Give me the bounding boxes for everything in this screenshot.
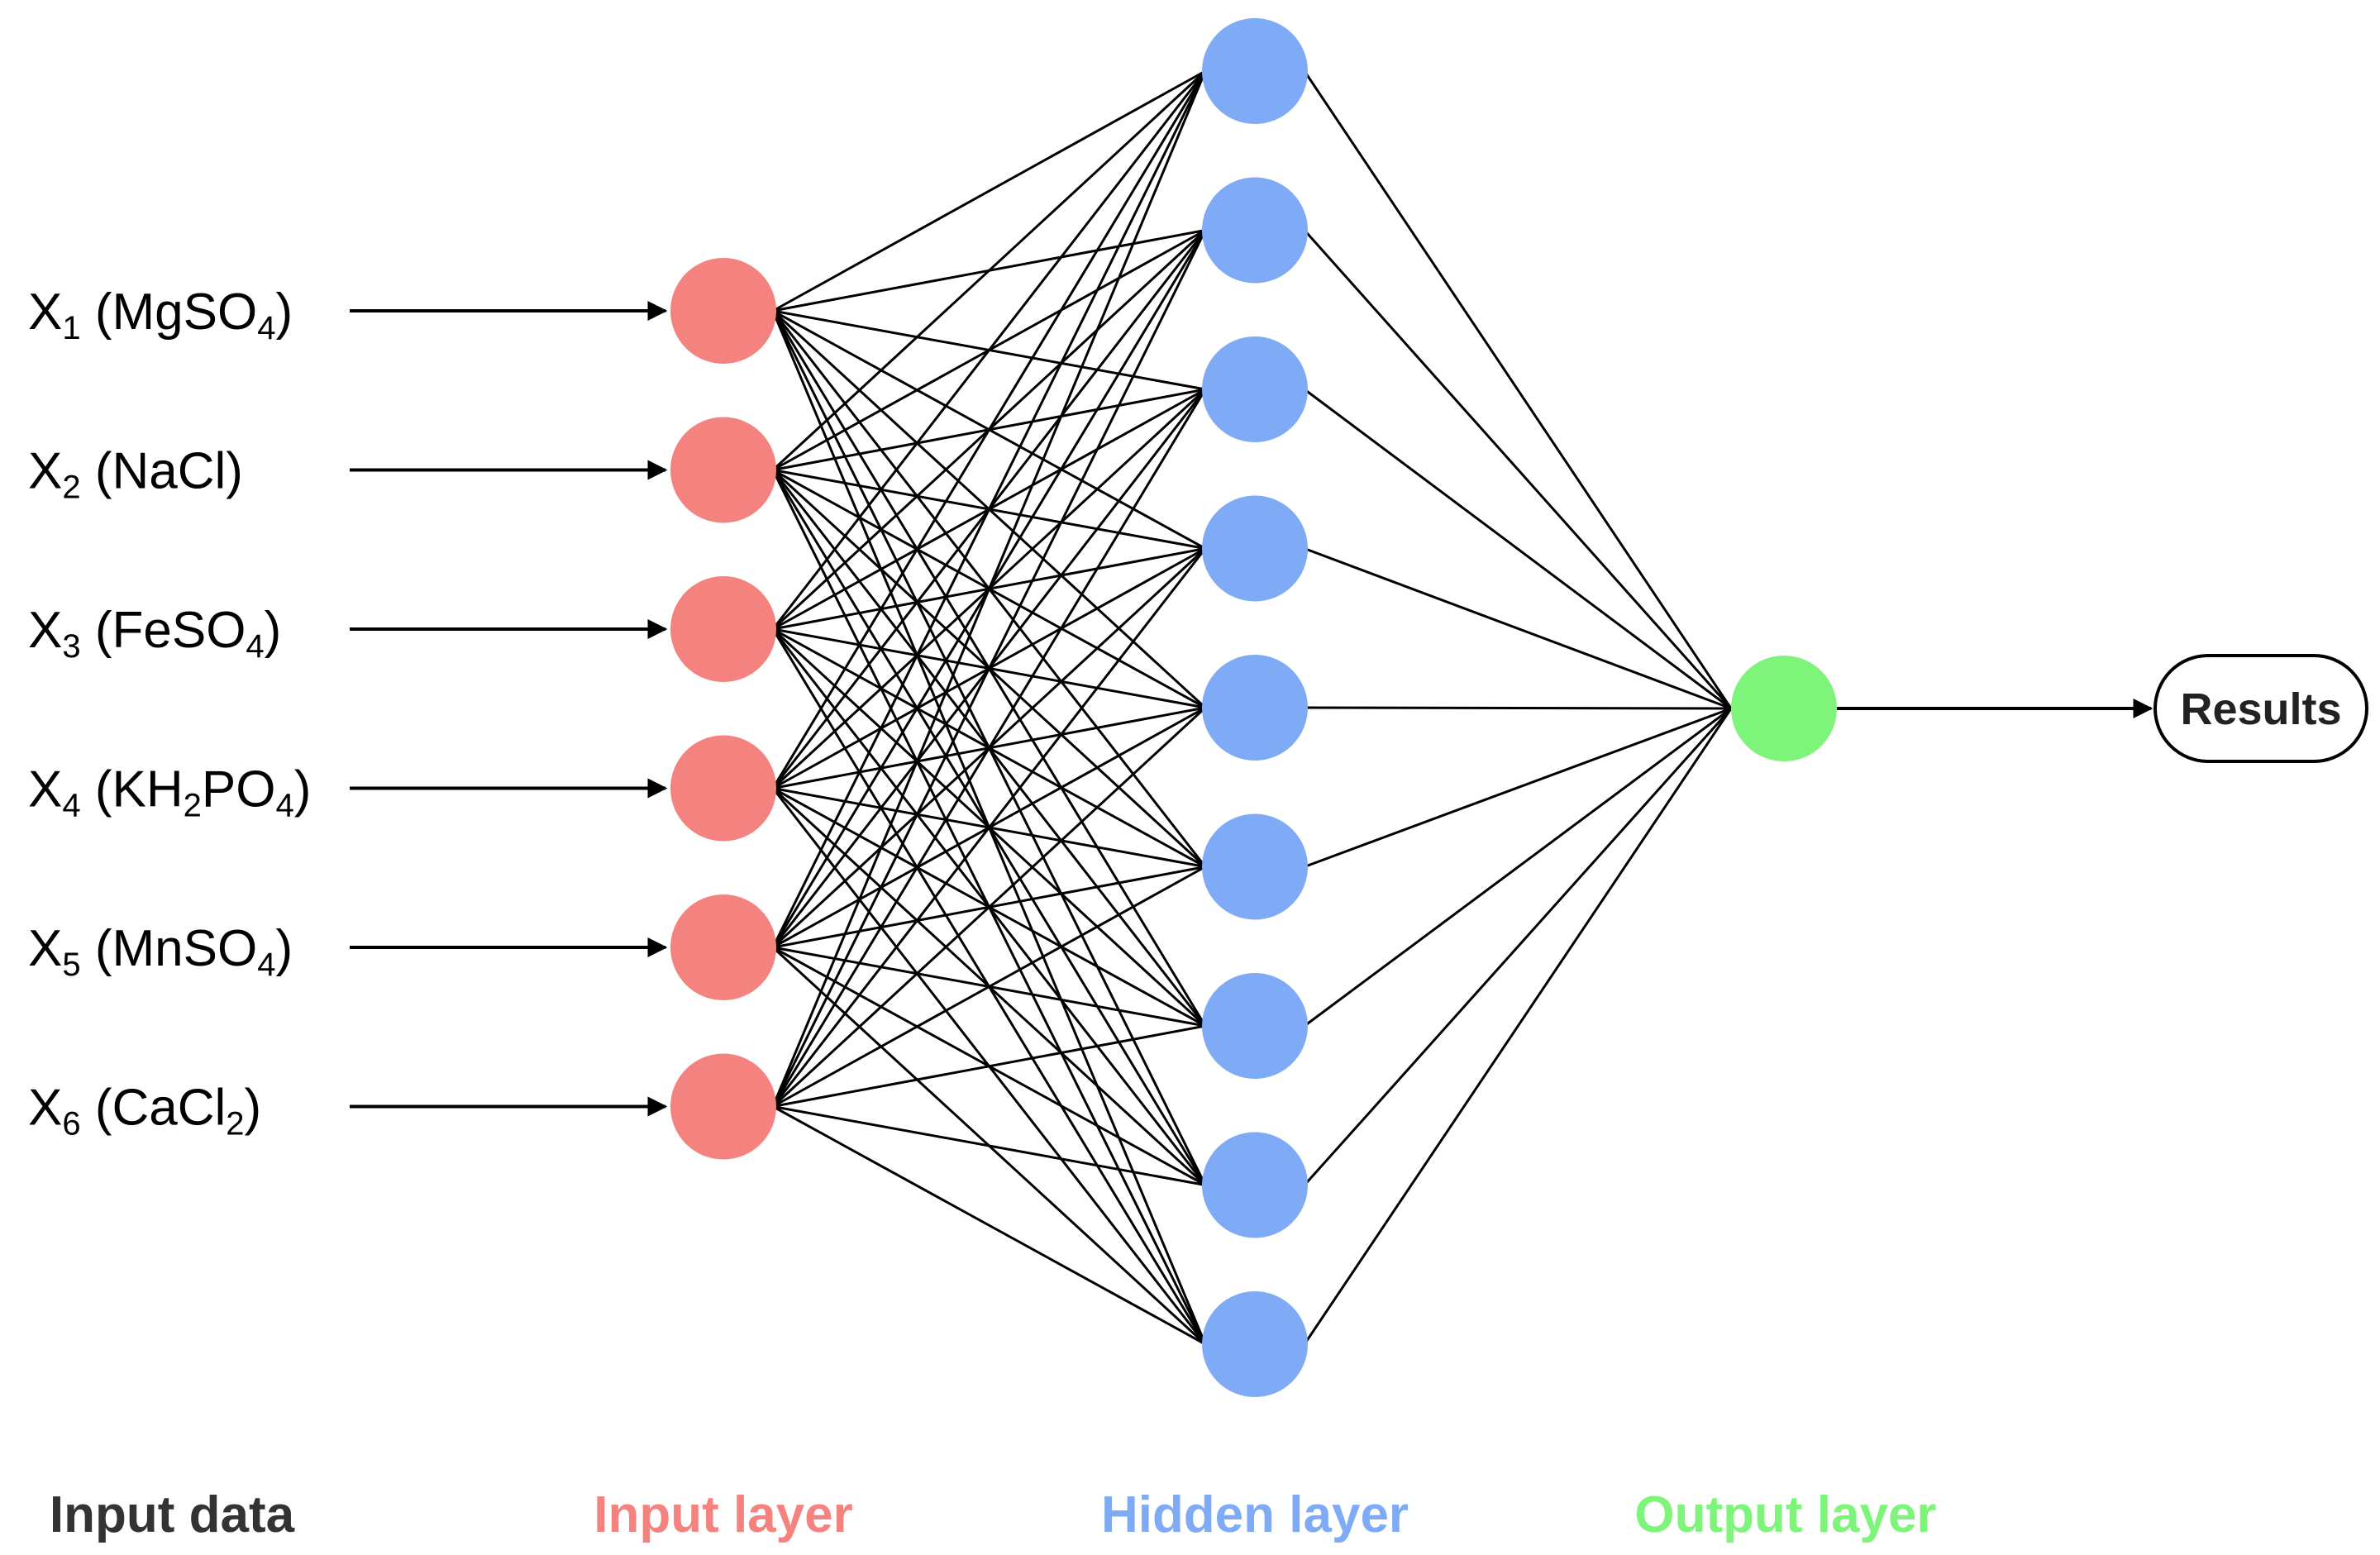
subscript: 4: [257, 310, 275, 346]
input-labels: X1 (MgSO4)X2 (NaCl)X3 (FeSO4)X4 (KH2PO4)…: [28, 284, 311, 1142]
connection-edges: [771, 69, 1733, 1346]
label-text: (FeSO: [81, 602, 246, 659]
input-label-1: X1 (MgSO4): [28, 284, 293, 346]
input-node-5: [670, 894, 776, 1000]
subscript: 1: [62, 310, 80, 346]
subscript: 4: [246, 628, 264, 665]
edge-hidden-3-output: [1304, 388, 1732, 710]
label-text: (MnSO: [81, 920, 258, 977]
edge-input-6-hidden-7: [772, 1024, 1206, 1108]
input-label-3: X3 (FeSO4): [28, 602, 281, 665]
edge-hidden-6-output: [1304, 707, 1732, 868]
legend-hidden-layer: Hidden layer: [1101, 1486, 1409, 1543]
label-text: X: [28, 1080, 62, 1137]
label-text: ): [275, 284, 293, 341]
label-text: (KH: [81, 761, 184, 818]
edge-input-6-hidden-4: [771, 547, 1207, 1108]
label-text: ): [245, 1080, 262, 1137]
results-label: Results: [2180, 684, 2341, 734]
input-node-4: [670, 735, 776, 842]
legend-input-layer: Input layer: [594, 1486, 853, 1543]
input-label-5: X5 (MnSO4): [28, 920, 293, 983]
subscript: 2: [184, 788, 202, 824]
subscript: 2: [226, 1106, 244, 1142]
hidden-node-6: [1202, 813, 1308, 920]
hidden-node-4: [1202, 495, 1308, 602]
edge-hidden-7-output: [1304, 707, 1732, 1028]
input-node-1: [670, 258, 776, 364]
edge-hidden-9-output: [1303, 708, 1733, 1345]
label-text: X: [28, 602, 62, 659]
input-arrows: [350, 301, 668, 1117]
hidden-node-5: [1202, 655, 1308, 761]
input-node-2: [670, 417, 776, 523]
hidden-node-1: [1202, 18, 1308, 124]
input-label-2: X2 (NaCl): [28, 443, 243, 506]
edge-input-6-hidden-9: [772, 1105, 1206, 1346]
subscript: 5: [62, 947, 80, 983]
edge-input-4-hidden-1: [771, 70, 1207, 789]
edge-hidden-4-output: [1304, 547, 1732, 710]
edge-input-6-hidden-2: [771, 229, 1207, 1108]
label-text: X: [28, 920, 62, 977]
edge-hidden-1-output: [1303, 70, 1733, 709]
subscript: 4: [257, 947, 275, 983]
hidden-node-3: [1202, 336, 1308, 442]
label-text: X: [28, 443, 62, 500]
label-text: ): [265, 602, 282, 659]
legend-input-data: Input data: [50, 1486, 295, 1543]
label-text: ): [294, 761, 312, 818]
subscript: 4: [62, 788, 80, 824]
edge-input-6-hidden-6: [772, 866, 1206, 1108]
edge-input-6-hidden-5: [771, 706, 1207, 1108]
label-text: (CaCl: [81, 1080, 227, 1137]
label-text: X: [28, 284, 62, 341]
input-node-6: [670, 1053, 776, 1160]
subscript: 6: [62, 1106, 80, 1142]
label-text: X: [28, 761, 62, 818]
edge-input-3-hidden-1: [771, 70, 1207, 630]
input-layer-nodes: [670, 258, 776, 1160]
hidden-node-7: [1202, 973, 1308, 1079]
hidden-node-8: [1202, 1132, 1308, 1238]
hidden-node-2: [1202, 177, 1308, 284]
subscript: 4: [275, 788, 293, 824]
input-label-4: X4 (KH2PO4): [28, 761, 311, 824]
label-text: ): [275, 920, 293, 977]
edge-input-5-hidden-1: [771, 70, 1207, 948]
edge-input-2-hidden-1: [771, 69, 1207, 471]
edge-input-6-hidden-3: [771, 389, 1207, 1108]
subscript: 3: [62, 628, 80, 665]
subscript: 2: [62, 470, 80, 506]
label-text: (MgSO: [81, 284, 258, 341]
hidden-node-9: [1202, 1291, 1308, 1397]
hidden-layer-nodes: [1202, 18, 1308, 1397]
edge-input-1-hidden-1: [772, 69, 1206, 312]
output-node: [1731, 656, 1837, 761]
edge-input-6-hidden-1: [771, 70, 1207, 1108]
label-text: PO: [202, 761, 276, 818]
label-text: (NaCl): [81, 443, 243, 500]
input-node-3: [670, 576, 776, 682]
results-box: [2153, 654, 2368, 763]
edge-hidden-2-output: [1303, 229, 1733, 709]
edge-hidden-8-output: [1303, 707, 1733, 1186]
edge-input-6-hidden-8: [772, 1105, 1206, 1186]
legend-output-layer: Output layer: [1634, 1486, 1936, 1543]
input-label-6: X6 (CaCl2): [28, 1080, 261, 1142]
